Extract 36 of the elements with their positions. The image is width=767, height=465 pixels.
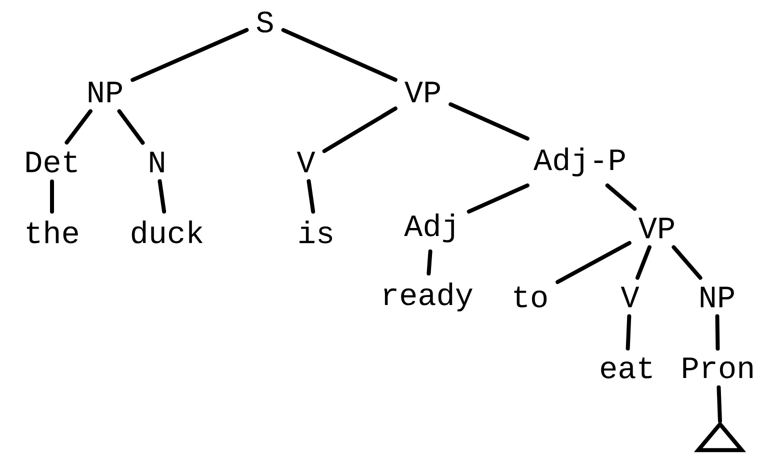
tree-branch — [715, 314, 720, 351]
tree-branch — [636, 245, 652, 280]
tree-label: the — [26, 220, 78, 244]
tree-label: is — [300, 220, 332, 244]
tree-label: N — [150, 152, 164, 172]
tree-label: to — [514, 286, 547, 308]
tree-branch — [672, 245, 702, 280]
tree-label: NP — [88, 82, 122, 102]
tree-label: NP — [700, 286, 734, 308]
tree-branch — [64, 109, 92, 145]
tree-branch — [448, 102, 530, 141]
tree-branch — [306, 179, 316, 214]
tree-branch — [130, 28, 249, 82]
tree-branch — [158, 179, 166, 214]
tree-branch — [322, 106, 398, 154]
tree-branch — [117, 109, 145, 145]
tree-label: eat — [601, 358, 652, 378]
tree-label: V — [296, 152, 316, 172]
tree-label: Pron — [683, 358, 752, 378]
tree-label: ready — [384, 282, 472, 312]
tree-label: V — [620, 286, 640, 308]
tree-label: Adj — [404, 214, 454, 242]
tree-branch — [466, 183, 530, 214]
tree-label: duck — [132, 220, 203, 244]
tree-label: Adj-P — [534, 148, 625, 176]
tree-branch — [281, 28, 398, 82]
tree-branch — [716, 385, 722, 424]
tree-label: VP — [404, 82, 440, 102]
tree-branch — [556, 240, 632, 284]
tree-label: VP — [638, 218, 674, 238]
tree-branch — [626, 314, 632, 350]
tree-branch — [426, 249, 432, 276]
tree-branch — [50, 179, 54, 214]
tree-branch — [605, 183, 637, 211]
tree-label: S — [256, 11, 273, 32]
tree-label: Det — [26, 152, 77, 172]
